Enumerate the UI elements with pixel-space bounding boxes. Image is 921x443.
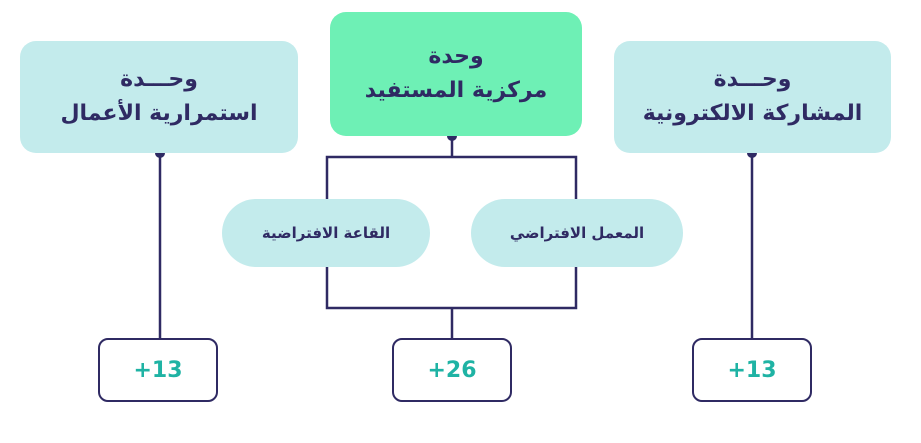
sub-unit-virtual-hall: القاعة الافتراضية bbox=[222, 199, 430, 267]
unit-right-line2: المشاركة الالكترونية bbox=[642, 101, 863, 126]
count-left-value: +13 bbox=[133, 357, 183, 383]
unit-right-line1: وحـــدة bbox=[713, 66, 792, 92]
count-center: +26 bbox=[392, 338, 512, 402]
sub-unit-virtual-lab: المعمل الافتراضي bbox=[471, 199, 683, 267]
unit-e-participation: وحـــدة المشاركة الالكترونية bbox=[614, 41, 891, 153]
unit-beneficiary-centricity: وحدة مركزية المستفيد bbox=[330, 12, 582, 136]
unit-center-line1: وحدة bbox=[428, 43, 484, 69]
sub-unit-virtual-lab-label: المعمل الافتراضي bbox=[509, 224, 645, 242]
unit-business-continuity: وحـــدة استمرارية الأعمال bbox=[20, 41, 298, 153]
sub-unit-virtual-hall-label: القاعة الافتراضية bbox=[261, 224, 391, 242]
unit-center-line2: مركزية المستفيد bbox=[364, 78, 548, 103]
unit-left-line1: وحـــدة bbox=[120, 66, 198, 92]
count-left: +13 bbox=[98, 338, 218, 402]
count-center-value: +26 bbox=[427, 357, 477, 383]
count-right: +13 bbox=[692, 338, 812, 402]
count-right-value: +13 bbox=[727, 357, 777, 383]
unit-left-line2: استمرارية الأعمال bbox=[60, 101, 258, 126]
